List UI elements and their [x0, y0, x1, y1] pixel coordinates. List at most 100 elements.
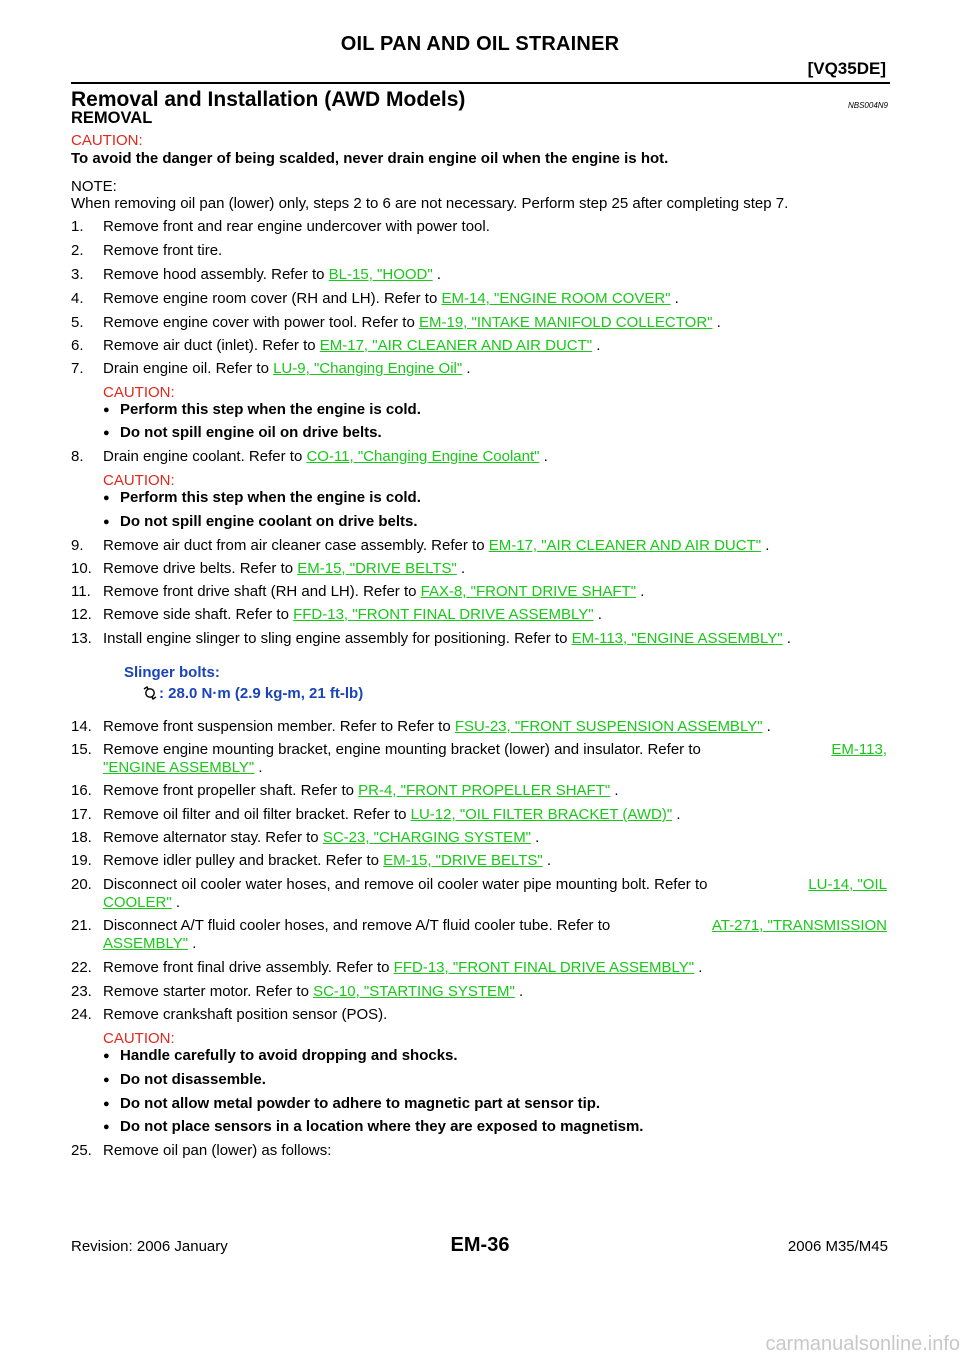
step-end: . — [539, 448, 548, 465]
step-text: Remove front drive shaft (RH and LH). Re… — [103, 583, 421, 600]
page-title: OIL PAN AND OIL STRAINER — [340, 33, 620, 55]
ref-link[interactable]: LU-14, "OIL — [808, 876, 887, 893]
step-text: Remove drive belts. Refer to — [103, 560, 298, 577]
step-text: Remove front final drive assembly. Refer… — [103, 959, 394, 976]
bullet-icon: ● — [103, 492, 110, 504]
step-number: 19. — [71, 852, 92, 869]
caution-item: Handle carefully to avoid dropping and s… — [120, 1047, 458, 1064]
caution-item: Do not spill engine oil on drive belts. — [120, 424, 382, 441]
step-end: . — [636, 583, 645, 600]
ref-link[interactable]: AT-271, "TRANSMISSION — [711, 917, 887, 934]
header-divider — [71, 82, 890, 84]
step-end: . — [462, 360, 471, 377]
caution-label: CAUTION: — [71, 132, 143, 149]
subsection-title: REMOVAL — [71, 109, 153, 127]
page-number: EM-36 — [450, 1234, 510, 1256]
step-end: . — [171, 894, 181, 911]
step-text: Remove hood assembly. Refer to — [103, 266, 329, 283]
step-text: Remove front and rear engine undercover … — [103, 218, 490, 235]
step-number: 21. — [71, 917, 92, 934]
step-number: 5. — [71, 314, 84, 331]
step-text: Drain engine coolant. Refer to — [103, 448, 307, 465]
step-end: . — [694, 959, 703, 976]
step-number: 25. — [71, 1142, 92, 1159]
ref-link[interactable]: EM-15, "DRIVE BELTS" — [297, 560, 457, 577]
step-text: Remove engine room cover (RH and LH). Re… — [103, 290, 442, 307]
step-end: . — [456, 560, 466, 577]
step-number: 8. — [71, 448, 84, 465]
ref-link[interactable]: EM-19, "INTAKE MANIFOLD COLLECTOR" — [419, 314, 713, 331]
torque-wrench-icon — [143, 685, 157, 701]
ref-link[interactable]: EM-113, — [831, 741, 887, 758]
caution-text: To avoid the danger of being scalded, ne… — [71, 150, 669, 167]
ref-link[interactable]: SC-23, "CHARGING SYSTEM" — [322, 829, 532, 846]
watermark: carmanualsonline.info — [765, 1333, 960, 1355]
step-end: . — [542, 852, 552, 869]
step-end: . — [712, 314, 721, 331]
ref-link[interactable]: PR-4, "FRONT PROPELLER SHAFT" — [358, 782, 611, 799]
step-end: . — [610, 782, 619, 799]
step-number: 20. — [71, 876, 92, 893]
step-text: Remove idler pulley and bracket. Refer t… — [103, 852, 384, 869]
caution-item: Do not place sensors in a location where… — [120, 1118, 644, 1135]
step-number: 2. — [71, 242, 84, 259]
step-end: . — [592, 337, 601, 354]
step-number: 13. — [71, 630, 92, 647]
ref-link[interactable]: EM-15, "DRIVE BELTS" — [383, 852, 543, 869]
bullet-icon: ● — [103, 427, 110, 439]
step-end: . — [254, 759, 263, 776]
ref-link[interactable]: EM-17, "AIR CLEANER AND AIR DUCT" — [319, 337, 593, 354]
step-text: Remove starter motor. Refer to — [103, 983, 314, 1000]
bullet-icon: ● — [103, 516, 110, 528]
caution-label: CAUTION: — [103, 472, 175, 489]
ref-link[interactable]: EM-113, "ENGINE ASSEMBLY" — [571, 630, 783, 647]
ref-link[interactable]: FSU-23, "FRONT SUSPENSION ASSEMBLY" — [454, 718, 763, 735]
ref-link[interactable]: LU-12, "OIL FILTER BRACKET (AWD)" — [410, 806, 673, 823]
note-text: When removing oil pan (lower) only, step… — [71, 195, 789, 212]
step-end: . — [672, 806, 681, 823]
ref-link[interactable]: CO-11, "Changing Engine Coolant" — [306, 448, 540, 465]
ref-link[interactable]: FAX-8, "FRONT DRIVE SHAFT" — [420, 583, 637, 600]
step-number: 16. — [71, 782, 92, 799]
step-number: 4. — [71, 290, 84, 307]
step-text: Remove air duct from air cleaner case as… — [103, 537, 489, 554]
step-end: . — [762, 718, 771, 735]
step-number: 17. — [71, 806, 92, 823]
bullet-icon: ● — [103, 1121, 110, 1133]
ref-link[interactable]: SC-10, "STARTING SYSTEM" — [313, 983, 515, 1000]
ref-link[interactable]: LU-9, "Changing Engine Oil" — [273, 360, 463, 377]
bullet-icon: ● — [103, 1050, 110, 1062]
ref-link[interactable]: FFD-13, "FRONT FINAL DRIVE ASSEMBLY" — [293, 606, 594, 623]
step-text: Remove side shaft. Refer to — [103, 606, 294, 623]
step-number: 12. — [71, 606, 92, 623]
step-number: 9. — [71, 537, 84, 554]
ref-link[interactable]: BL-15, "HOOD" — [328, 266, 433, 283]
vehicle-model: 2006 M35/M45 — [787, 1238, 888, 1255]
ref-link-cont[interactable]: "ENGINE ASSEMBLY" — [103, 759, 255, 776]
step-number: 24. — [71, 1006, 92, 1023]
step-end: . — [593, 606, 602, 623]
ref-link-cont[interactable]: ASSEMBLY" — [103, 935, 189, 952]
step-text: Remove oil filter and oil filter bracket… — [103, 806, 411, 823]
step-number: 14. — [71, 718, 92, 735]
revision-date: Revision: 2006 January — [71, 1238, 228, 1255]
step-number: 18. — [71, 829, 92, 846]
ref-link[interactable]: EM-17, "AIR CLEANER AND AIR DUCT" — [488, 537, 762, 554]
caution-item: Do not allow metal powder to adhere to m… — [120, 1095, 601, 1112]
step-text: Remove oil pan (lower) as follows: — [103, 1142, 332, 1159]
step-number: 10. — [71, 560, 92, 577]
note-label: NOTE: — [71, 178, 117, 195]
step-text: Remove engine mounting bracket, engine m… — [103, 741, 701, 758]
step-text: Disconnect oil cooler water hoses, and r… — [103, 876, 708, 893]
step-end: . — [188, 935, 197, 952]
section-title: Removal and Installation (AWD Models) — [71, 88, 466, 111]
step-text: Remove front propeller shaft. Refer to — [103, 782, 359, 799]
ref-link-cont[interactable]: COOLER" — [103, 894, 172, 911]
ref-link[interactable]: EM-14, "ENGINE ROOM COVER" — [441, 290, 671, 307]
step-end: . — [782, 630, 791, 647]
step-text: Drain engine oil. Refer to — [103, 360, 274, 377]
step-number: 7. — [71, 360, 84, 377]
engine-model: [VQ35DE] — [807, 59, 886, 78]
ref-link[interactable]: FFD-13, "FRONT FINAL DRIVE ASSEMBLY" — [393, 959, 695, 976]
caution-item: Perform this step when the engine is col… — [120, 489, 421, 506]
